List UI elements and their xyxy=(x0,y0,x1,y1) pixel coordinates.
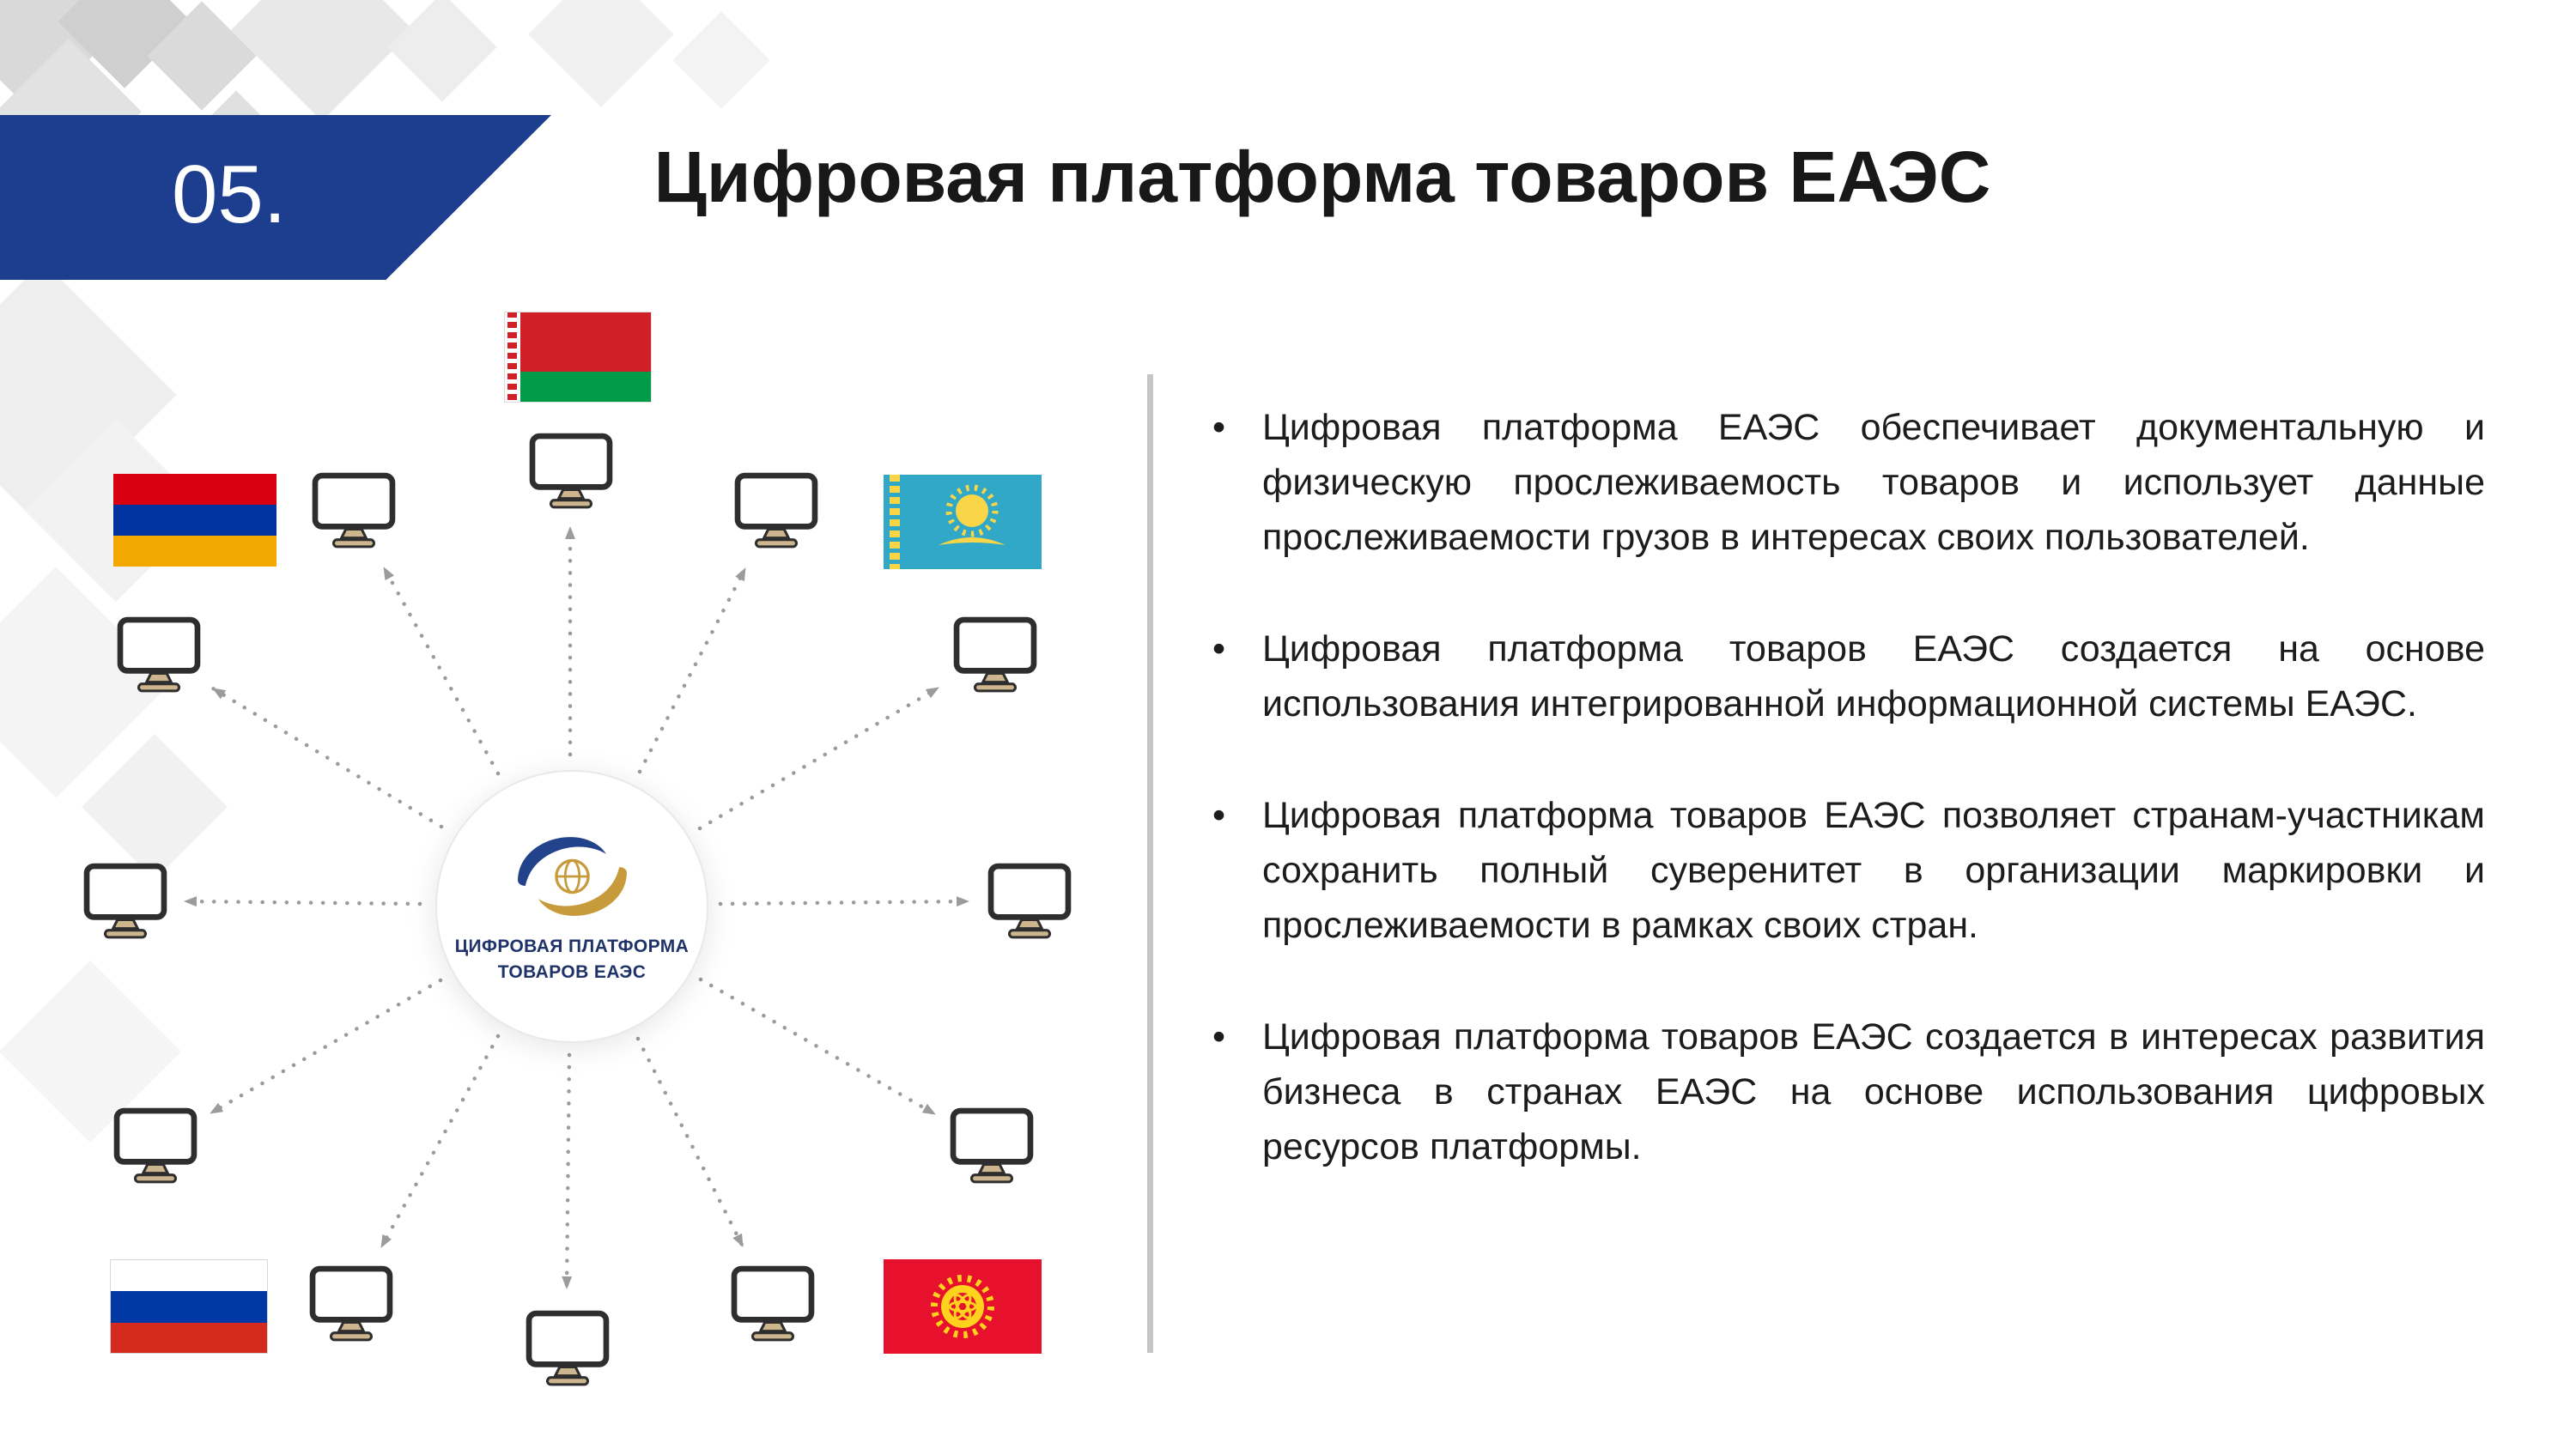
workstation-monitor-icon xyxy=(110,1107,201,1186)
bullet-text: Цифровая платформа товаров ЕАЭС создаетс… xyxy=(1262,1016,2485,1167)
workstation-monitor-icon xyxy=(946,1107,1037,1186)
flag-kazakhstan-icon xyxy=(884,475,1042,569)
bullet-marker: • xyxy=(1212,628,1226,670)
bullet-text: Цифровая платформа товаров ЕАЭС позволяе… xyxy=(1262,795,2485,946)
workstation-monitor-icon xyxy=(950,616,1041,695)
list-item: • Цифровая платформа товаров ЕАЭС позвол… xyxy=(1212,788,2485,953)
eaeu-logo-icon xyxy=(517,837,627,916)
workstation-monitor-icon xyxy=(731,472,822,551)
bullet-marker: • xyxy=(1212,1016,1226,1058)
bullet-marker: • xyxy=(1212,407,1226,448)
vertical-divider xyxy=(1147,374,1153,1353)
workstation-monitor-icon xyxy=(984,863,1075,942)
workstation-monitor-icon xyxy=(113,616,204,695)
connection-arrows xyxy=(182,524,971,1291)
list-item: • Цифровая платформа товаров ЕАЭС создае… xyxy=(1212,621,2485,731)
slide-number: 05. xyxy=(172,149,287,240)
hub-label-line1: ЦИФРОВАЯ ПЛАТФОРМА xyxy=(454,937,690,956)
hub-label: ЦИФРОВАЯ ПЛАТФОРМА ТОВАРОВ ЕАЭС xyxy=(455,934,689,985)
workstation-monitor-icon xyxy=(308,472,399,551)
list-item: • Цифровая платформа ЕАЭС обеспечивает д… xyxy=(1212,400,2485,565)
page-title: Цифровая платформа товаров ЕАЭС xyxy=(653,136,1991,217)
bullet-list: • Цифровая платформа ЕАЭС обеспечивает д… xyxy=(1212,400,2485,1231)
workstation-monitor-icon xyxy=(80,863,171,942)
flag-belarus-icon xyxy=(504,312,652,403)
flag-russia-icon xyxy=(110,1259,268,1354)
flag-armenia-icon xyxy=(113,474,276,567)
hub-circle: ЦИФРОВАЯ ПЛАТФОРМА ТОВАРОВ ЕАЭС xyxy=(435,770,708,1043)
workstation-monitor-icon xyxy=(306,1265,397,1344)
bullet-text: Цифровая платформа товаров ЕАЭС создаетс… xyxy=(1262,628,2485,724)
list-item: • Цифровая платформа товаров ЕАЭС создае… xyxy=(1212,1009,2485,1174)
workstation-monitor-icon xyxy=(526,433,617,512)
flag-kyrgyzstan-icon xyxy=(884,1259,1042,1354)
bullet-marker: • xyxy=(1212,795,1226,836)
slide-number-ribbon: 05. xyxy=(0,115,551,280)
hub-label-line2: ТОВАРОВ ЕАЭС xyxy=(497,962,647,982)
workstation-monitor-icon xyxy=(727,1265,818,1344)
bullet-text: Цифровая платформа ЕАЭС обеспечивает док… xyxy=(1262,407,2485,558)
workstation-monitor-icon xyxy=(522,1310,613,1389)
